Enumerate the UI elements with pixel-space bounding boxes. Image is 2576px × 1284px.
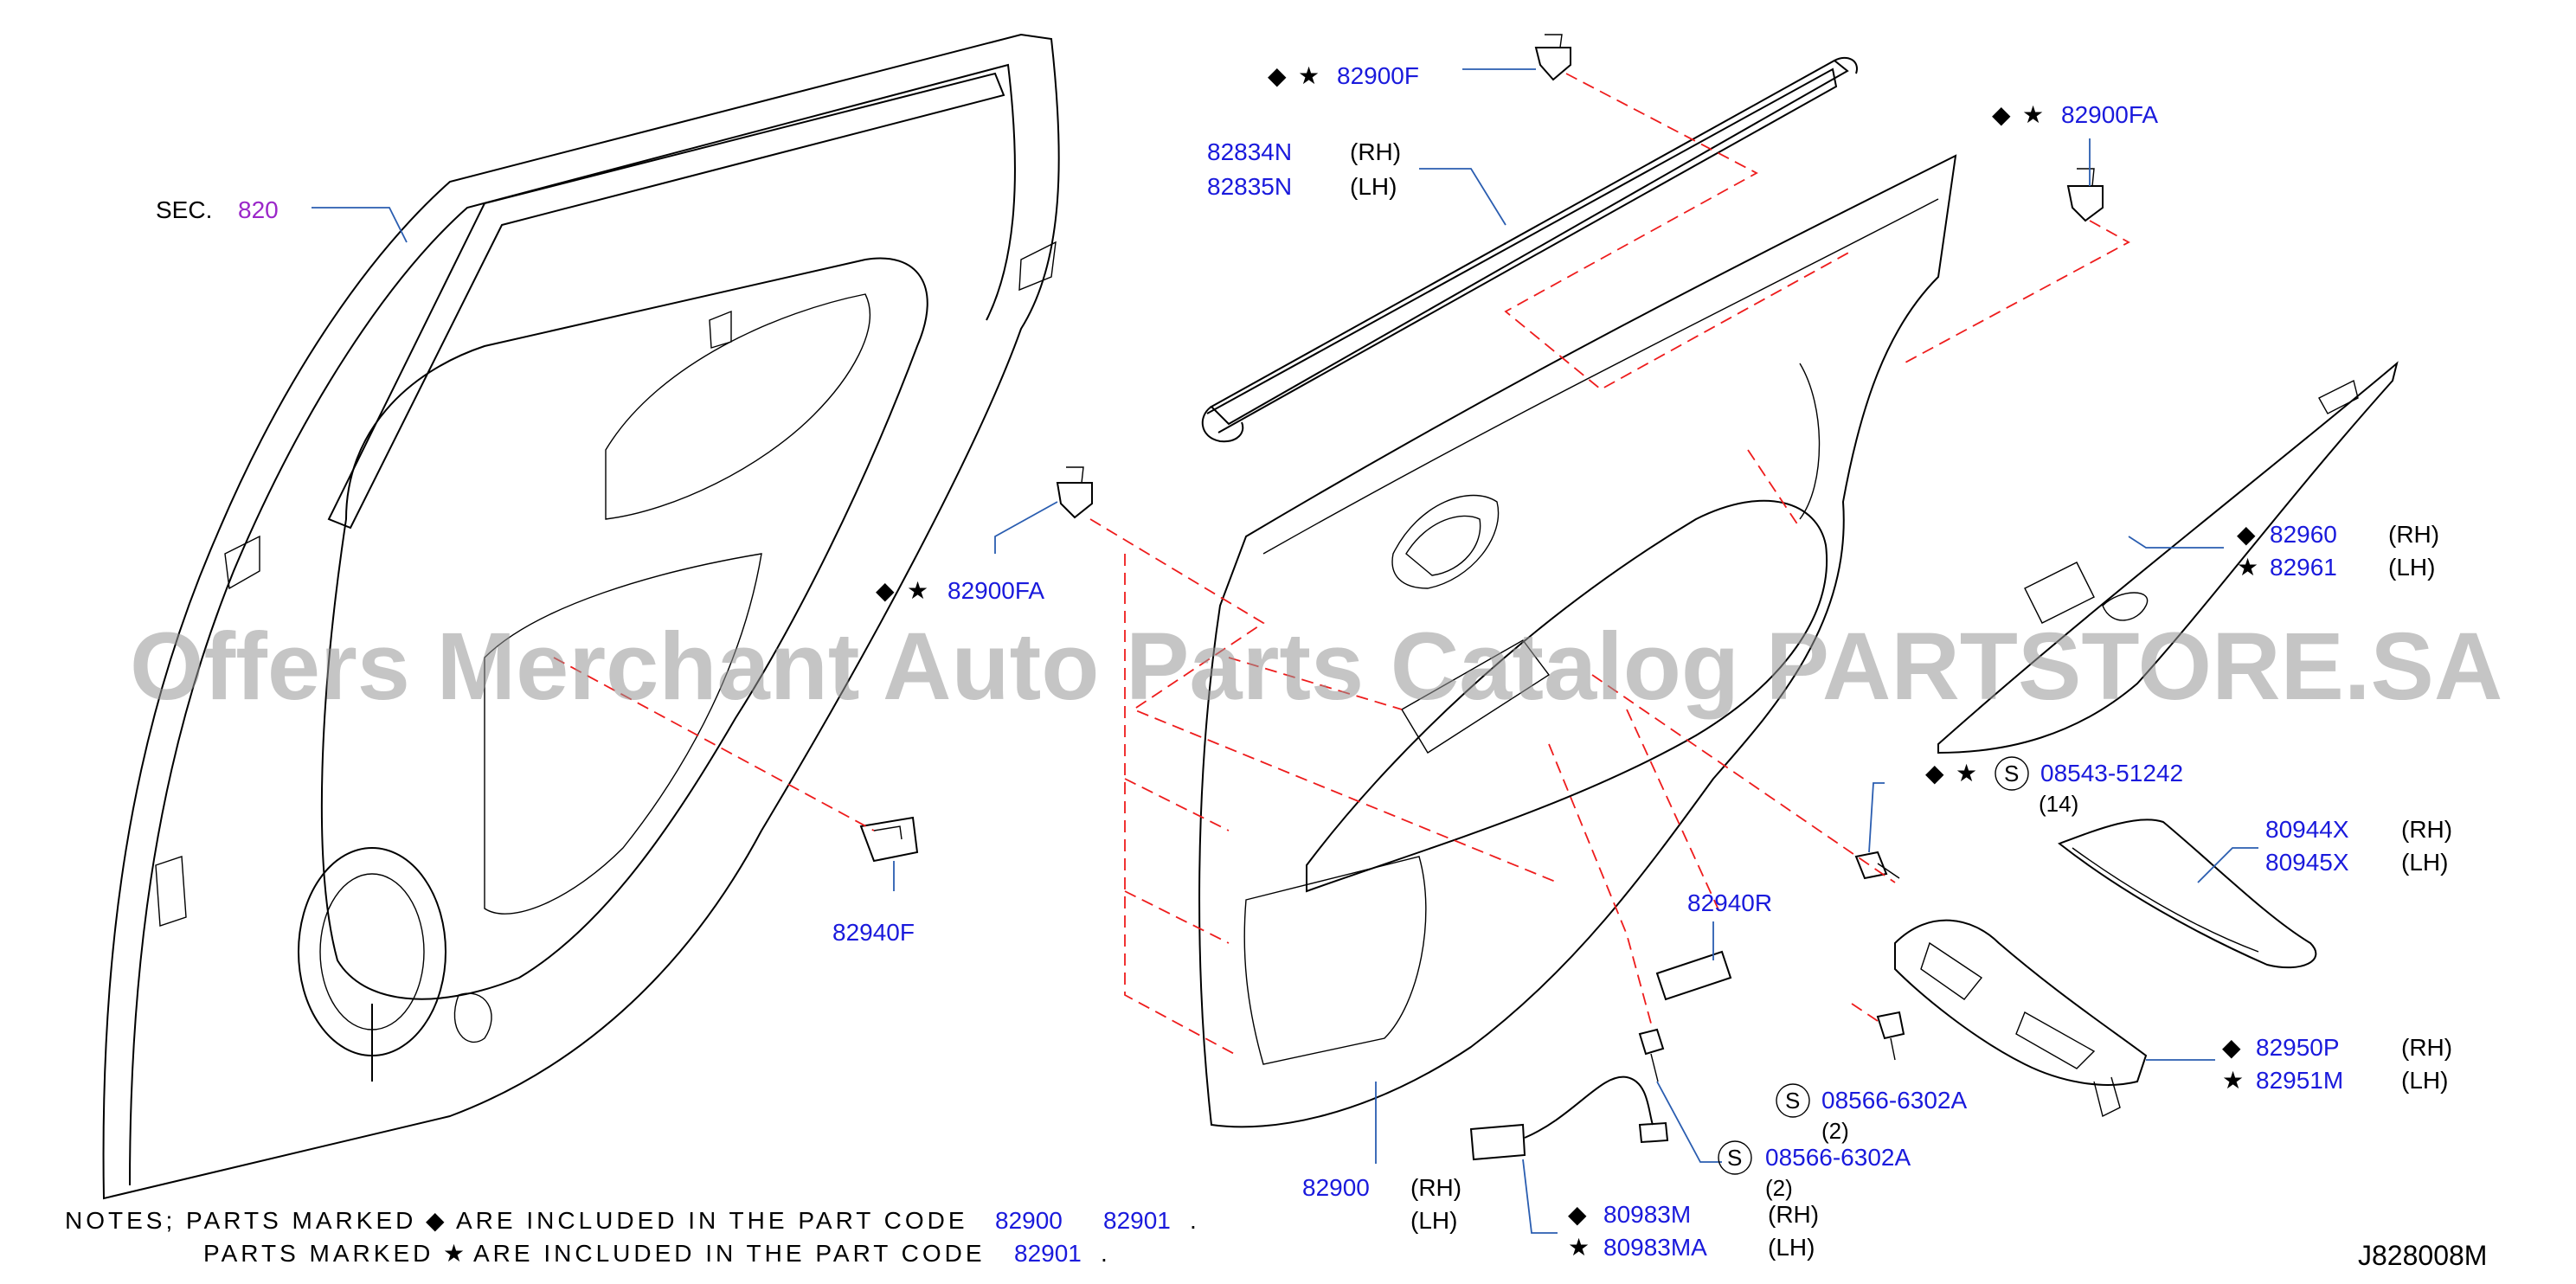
s-circle-letter: S (1785, 1088, 1800, 1114)
door-trim-drawing (1198, 154, 1957, 1128)
notes-period: . (1101, 1240, 1111, 1267)
part-82940F[interactable]: 82940F (832, 919, 915, 946)
star-marker: ★ (443, 1240, 468, 1267)
diamond-marker: ◆ (1992, 101, 2011, 128)
side-lh-label: (LH) (2401, 849, 2448, 876)
part-82900FA-top[interactable]: 82900FA (2061, 101, 2158, 128)
sec-ref-link[interactable]: 820 (238, 196, 279, 223)
finisher-drawing (2057, 819, 2317, 969)
part-82900[interactable]: 82900 (1302, 1174, 1370, 1201)
part-08566-6302A[interactable]: 08566-6302A (1821, 1087, 1967, 1114)
side-rh-label: (RH) (2401, 1034, 2452, 1061)
s-circle-icon (1995, 756, 2029, 791)
notes-code-82901-b[interactable]: 82901 (1014, 1240, 1082, 1267)
side-rh-label: (RH) (2388, 521, 2439, 548)
diamond-marker: ◆ (876, 577, 895, 604)
notes-code-82901[interactable]: 82901 (1103, 1207, 1171, 1234)
notes-code-82900[interactable]: 82900 (995, 1207, 1063, 1234)
notes-line2-mid: ARE INCLUDED IN THE PART CODE (473, 1240, 986, 1267)
clip-82900FA-top (2066, 168, 2104, 222)
part-08543-51242[interactable]: 08543-51242 (2040, 760, 2183, 786)
s-circle-letter: S (1727, 1145, 1742, 1171)
star-marker: ★ (1298, 62, 1320, 89)
star-marker: ★ (2222, 1067, 2244, 1094)
diamond-marker: ◆ (1268, 62, 1287, 89)
side-rh-label: (RH) (1410, 1174, 1461, 1201)
part-80945X[interactable]: 80945X (2265, 849, 2349, 876)
watermark-text: Offers Merchant Auto Parts Catalog PARTS… (130, 613, 2502, 720)
side-rh-label: (RH) (1350, 138, 1401, 165)
s-circle-icon (1776, 1083, 1810, 1118)
diamond-marker: ◆ (2237, 521, 2256, 548)
part-82940R[interactable]: 82940R (1687, 889, 1772, 916)
side-lh-label: (LH) (1350, 173, 1397, 200)
s-circle-letter: S (2004, 761, 2019, 786)
star-marker: ★ (2022, 101, 2044, 128)
part-82900FA-left[interactable]: 82900FA (948, 577, 1044, 604)
clip-82900FA-left (1056, 466, 1093, 519)
part-80983M[interactable]: 80983M (1603, 1201, 1691, 1228)
star-marker: ★ (2237, 554, 2258, 581)
notes-line2-prefix: PARTS MARKED (203, 1240, 434, 1267)
clip-82900F (1534, 34, 1571, 81)
qty-08566-b: (2) (1765, 1175, 1793, 1201)
diamond-marker: ◆ (426, 1207, 448, 1234)
diamond-marker: ◆ (1568, 1201, 1587, 1228)
qty-08566-a: (2) (1821, 1118, 1849, 1144)
side-lh-label: (LH) (2401, 1067, 2448, 1094)
side-lh-label: (LH) (1768, 1234, 1815, 1261)
star-marker: ★ (907, 577, 928, 604)
side-lh-label: (LH) (1410, 1207, 1457, 1234)
door-frame-drawing (102, 33, 1060, 1200)
figure-code: J828008M (2358, 1240, 2487, 1271)
diamond-marker: ◆ (1925, 760, 1944, 786)
part-80983MA[interactable]: 80983MA (1603, 1234, 1707, 1261)
screw-08566-b (1638, 1028, 1665, 1082)
notes-line1-prefix: NOTES; PARTS MARKED (65, 1207, 416, 1234)
qty-08543: (14) (2039, 791, 2078, 817)
side-lh-label: (LH) (2388, 554, 2435, 581)
part-08566-6302A-b[interactable]: 08566-6302A (1765, 1144, 1911, 1171)
star-marker: ★ (1956, 760, 1977, 786)
part-82834N[interactable]: 82834N (1207, 138, 1292, 165)
star-marker: ★ (1568, 1234, 1590, 1261)
assembly-lines (553, 73, 2130, 1056)
switch-base-drawing (1894, 919, 2148, 1118)
part-82961[interactable]: 82961 (2270, 554, 2337, 581)
part-82960[interactable]: 82960 (2270, 521, 2337, 548)
notes-period: . (1190, 1207, 1200, 1234)
side-rh-label: (RH) (2401, 816, 2452, 843)
armrest-drawing (1937, 361, 2399, 754)
part-80944X[interactable]: 80944X (2265, 816, 2349, 843)
part-82900F[interactable]: 82900F (1337, 62, 1419, 89)
notes-line1-mid: ARE INCLUDED IN THE PART CODE (456, 1207, 968, 1234)
notes-block: NOTES; PARTS MARKED ◆ ARE INCLUDED IN TH… (65, 1207, 1200, 1267)
clip-82940F (859, 816, 919, 863)
diamond-marker: ◆ (2222, 1034, 2241, 1061)
s-circle-icon (1718, 1140, 1752, 1175)
sec-prefix: SEC. (156, 196, 212, 223)
harness-80983M (1469, 1075, 1669, 1161)
bracket-82940R (1655, 950, 1732, 1001)
screw-08566-a (1876, 1011, 1905, 1061)
part-82950P[interactable]: 82950P (2256, 1034, 2340, 1061)
leader-lines (312, 68, 2258, 1234)
part-82835N[interactable]: 82835N (1207, 173, 1292, 200)
weatherstrip-drawing (1201, 56, 1858, 443)
part-82951M[interactable]: 82951M (2256, 1067, 2343, 1094)
screw-08543 (1854, 851, 1900, 880)
side-rh-label: (RH) (1768, 1201, 1819, 1228)
